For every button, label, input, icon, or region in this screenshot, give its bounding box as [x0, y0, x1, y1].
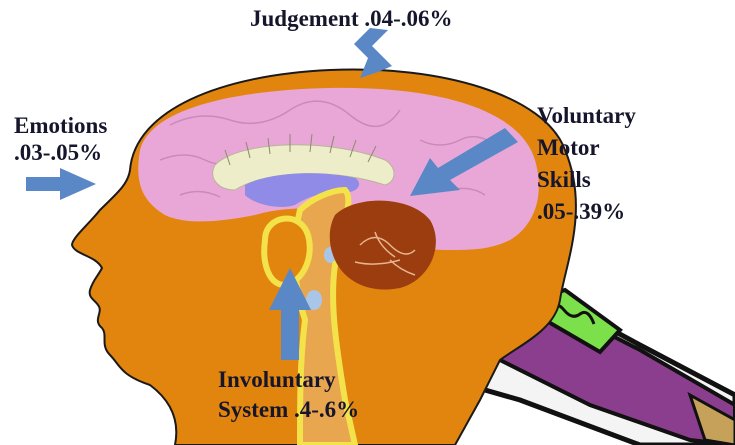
voluntary-line-1: Voluntary: [537, 100, 636, 132]
emotions-value: .03-.05%: [14, 139, 107, 166]
voluntary-value: .05-.39%: [537, 196, 636, 228]
judgement-label: Judgement .04-.06%: [250, 5, 453, 32]
judgement-text: Judgement .04-.06%: [250, 5, 453, 32]
emotions-title: Emotions: [14, 112, 107, 139]
voluntary-label: Voluntary Motor Skills .05-.39%: [537, 100, 636, 228]
voluntary-line-3: Skills: [537, 164, 636, 196]
involuntary-value: System .4-.6%: [218, 395, 359, 425]
emotions-label: Emotions .03-.05%: [14, 112, 107, 166]
involuntary-title: Involuntary: [218, 365, 359, 395]
involuntary-label: Involuntary System .4-.6%: [218, 365, 359, 425]
voluntary-line-2: Motor: [537, 132, 636, 164]
